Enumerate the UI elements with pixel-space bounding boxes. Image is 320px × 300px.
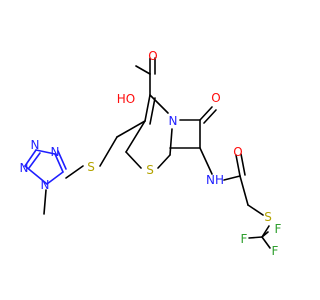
bond-tetrazole-n3-n4 bbox=[35, 149, 56, 155]
bond-cooh-oh bbox=[135, 65, 151, 75]
atom-n-tetrazole-4: N bbox=[41, 178, 50, 192]
atom-s-ring: S bbox=[146, 163, 154, 177]
bond-c3-c2 bbox=[144, 94, 151, 122]
bond-c8-o bbox=[199, 106, 213, 121]
atom-n-ring: N bbox=[169, 114, 178, 128]
atom-oh: HO bbox=[117, 92, 135, 106]
bond-cf3-f-left bbox=[248, 236, 263, 239]
bond-tetrazole-n2-n3 bbox=[24, 149, 37, 167]
bond-camide-ch2 bbox=[239, 175, 249, 206]
bond-tetrazole-n4-c5 bbox=[54, 153, 64, 173]
bond-ch2-s bbox=[247, 204, 264, 216]
bond-s-ch2 bbox=[99, 136, 118, 167]
atom-o-carboxyl: O bbox=[148, 49, 157, 63]
bond-s-c4 bbox=[125, 151, 142, 169]
atom-n-tetrazole-3: N bbox=[20, 161, 29, 175]
atom-labels: N N N N S HO O N S O NH O S F F F bbox=[20, 49, 282, 258]
atom-s-thioether: S bbox=[87, 160, 95, 174]
bond-tetrazole-n4-c5-double bbox=[57, 150, 67, 170]
atom-f-top: F bbox=[275, 222, 282, 236]
bond-tetrazole-n2-n3-double bbox=[28, 152, 41, 169]
bond-c6-s bbox=[157, 154, 171, 169]
atom-n-tetrazole-2: N bbox=[51, 145, 60, 159]
bond-c8-o-double bbox=[203, 109, 217, 124]
bond-c2-n bbox=[149, 94, 169, 114]
atom-s-cf3: S bbox=[264, 210, 272, 224]
bond-c3-c2-double bbox=[149, 97, 156, 125]
molecule-canvas: N N N N S HO O N S O NH O S F F F bbox=[19, 49, 282, 258]
atom-f-right: F bbox=[241, 232, 248, 246]
bond-c4-c3 bbox=[125, 120, 146, 153]
bond-camide-o-double bbox=[240, 153, 246, 176]
bond-cf3-f-bottom bbox=[261, 236, 271, 249]
bond-cf3-f-top bbox=[261, 231, 269, 238]
chemical-structure-diagram: N N N N S HO O N S O NH O S F F F bbox=[20, 49, 282, 258]
bond-nh-camide bbox=[223, 175, 241, 181]
bond-c5-s bbox=[65, 165, 84, 179]
bond-group bbox=[24, 57, 271, 249]
bond-c7-nh bbox=[199, 147, 213, 175]
bond-n-c6 bbox=[169, 128, 173, 156]
bond-camide-o bbox=[235, 154, 241, 177]
atom-n-tetrazole-1: N bbox=[31, 138, 40, 152]
atom-nh: NH bbox=[206, 173, 224, 187]
atom-o-amide: O bbox=[233, 145, 242, 159]
bond-tetrazole-c5-n1 bbox=[46, 171, 64, 185]
bond-ch2-c3 bbox=[116, 120, 146, 138]
bond-n-methyl bbox=[43, 189, 47, 215]
atom-o-lactam: O bbox=[211, 91, 220, 105]
bond-tetrazole-n1-n2 bbox=[24, 165, 48, 185]
atom-f-bottom: F bbox=[272, 244, 279, 258]
